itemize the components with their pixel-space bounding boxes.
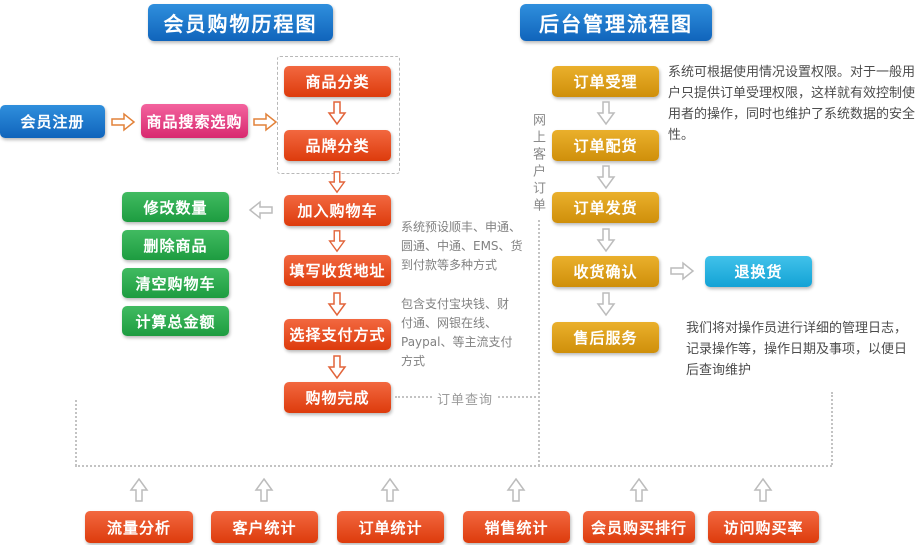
node-fill-address: 填写收货地址 xyxy=(284,255,391,286)
stat-customer-stats: 客户统计 xyxy=(211,511,318,543)
node-add-to-cart: 加入购物车 xyxy=(284,195,391,226)
stat-visit-purchase-rate: 访问购买率 xyxy=(708,511,819,543)
node-cart-modify-qty: 修改数量 xyxy=(122,192,229,222)
stat-traffic-analysis: 流量分析 xyxy=(85,511,193,543)
stat-member-ranking: 会员购买排行 xyxy=(583,511,695,543)
label-online-customer-order: 网上客户订单 xyxy=(527,110,548,218)
stat-order-stats: 订单统计 xyxy=(337,511,444,543)
node-after-sales: 售后服务 xyxy=(552,322,659,353)
arrow-up-icon xyxy=(753,477,773,503)
node-order-accept: 订单受理 xyxy=(552,66,659,97)
node-shopping-complete: 购物完成 xyxy=(284,382,391,413)
arrow-down-icon xyxy=(327,229,347,253)
note-shipping-methods: 系统预设顺丰、申通、圆通、中通、EMS、货到付款等多种方式 xyxy=(401,220,523,272)
node-cart-empty: 清空购物车 xyxy=(122,268,229,298)
arrow-right-icon xyxy=(110,112,136,132)
node-cart-delete-item: 删除商品 xyxy=(122,230,229,260)
node-member-register: 会员注册 xyxy=(0,105,105,138)
arrow-down-icon xyxy=(596,164,616,190)
node-order-allocate: 订单配货 xyxy=(552,130,659,161)
dashed-connector-bottom xyxy=(75,465,832,467)
node-brand-category: 品牌分类 xyxy=(284,130,391,161)
arrow-up-icon xyxy=(129,477,149,503)
node-receipt-confirm: 收货确认 xyxy=(552,256,659,287)
arrow-down-icon xyxy=(327,100,347,126)
arrow-up-icon xyxy=(254,477,274,503)
arrow-up-icon xyxy=(629,477,649,503)
arrow-down-icon xyxy=(596,227,616,253)
node-order-ship: 订单发货 xyxy=(552,192,659,223)
title-admin-flow: 后台管理流程图 xyxy=(520,4,712,41)
note-permission: 系统可根据使用情况设置权限。对于一般用户只提供订单受理权限，这样就有效控制使用者… xyxy=(668,65,916,143)
title-member-flow: 会员购物历程图 xyxy=(148,4,333,41)
node-cart-total: 计算总金额 xyxy=(122,306,229,336)
arrow-down-icon xyxy=(327,170,347,194)
dashed-connector-left xyxy=(75,400,77,466)
node-choose-payment: 选择支付方式 xyxy=(284,319,391,350)
arrow-down-icon xyxy=(327,354,347,380)
note-operation-log: 我们将对操作员进行详细的管理日志，记录操作等，操作日期及事项，以便日后查询维护 xyxy=(686,321,908,378)
arrow-right-icon xyxy=(668,261,696,281)
arrow-right-icon xyxy=(252,112,278,132)
dashed-connector-right xyxy=(831,392,833,465)
arrow-down-icon xyxy=(327,291,347,317)
stat-sales-stats: 销售统计 xyxy=(463,511,570,543)
arrow-down-icon xyxy=(596,100,616,126)
node-product-search: 商品搜索选购 xyxy=(141,104,248,138)
arrow-down-icon xyxy=(596,291,616,317)
arrow-up-icon xyxy=(380,477,400,503)
note-payment-methods: 包含支付宝块钱、财付通、网银在线、Paypal、等主流支付方式 xyxy=(401,297,513,368)
arrow-left-icon xyxy=(248,200,274,220)
dashed-connector-middle xyxy=(538,112,540,466)
arrow-up-icon xyxy=(506,477,526,503)
node-product-category: 商品分类 xyxy=(284,66,391,97)
label-order-query: 订单查询 xyxy=(432,389,499,408)
node-return-exchange: 退换货 xyxy=(705,256,812,287)
